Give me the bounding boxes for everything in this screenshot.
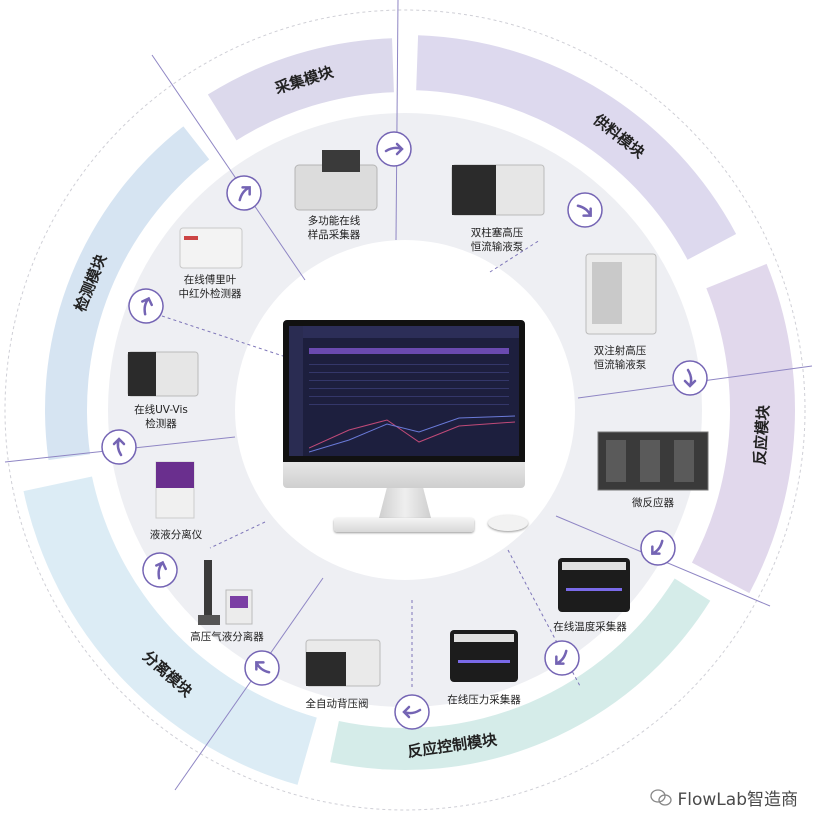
label-liquid-liquid: 液液分离仪 [149,529,203,541]
screen-topbar [303,326,519,338]
watermark: FlowLab智造商 [649,785,799,810]
band-gongliao [416,35,737,260]
gas-liquid-device-image [198,560,253,625]
pressure-collector-device-image [450,630,518,682]
label-injection-pump: 双注射高压恒流输液泵 [593,345,647,371]
screen-sidebar [289,326,303,456]
flow-arrows [101,131,708,730]
band-jiance [44,126,210,461]
label-sampler: 多功能在线样品采集器 [307,215,361,241]
keyboard [334,518,474,532]
label-micro-reactor: 微反应器 [632,497,674,509]
flow-arrow-icon [640,530,676,566]
flow-arrow-icon [128,288,164,324]
monitor-stand [379,488,431,518]
double-pump-device-image [451,164,545,216]
band-fanying_kongzhi [330,578,711,770]
micro-reactor-device-image [597,431,709,491]
flow-arrow-icon [672,360,708,396]
band-fanying [691,263,796,594]
back-pressure-device-image [305,639,381,687]
flow-arrow-icon [567,192,603,228]
wechat-icon [649,788,672,806]
label-gas-liquid: 高压气液分离器 [190,631,264,643]
flow-arrow-icon [101,429,137,465]
liquid-liquid-device-image [155,461,195,519]
module-label-fanying: 反应模块 [751,403,773,465]
temp-collector-device-image [558,558,630,612]
table-row [309,368,509,373]
flow-arrow-icon [394,694,430,730]
table-row [309,384,509,389]
sampler-device-image [294,150,378,211]
label-double-pump: 双柱塞高压恒流输液泵 [470,227,524,253]
flow-arrow-icon [244,650,280,686]
injection-pump-device-image [585,253,657,335]
monitor-chin [283,462,525,488]
flow-arrow-icon [544,640,580,676]
computer-monitor [283,320,525,518]
flow-arrow-icon [226,175,262,211]
table-row [309,360,509,365]
watermark-text: FlowLab智造商 [677,790,799,810]
label-ftir: 在线傅里叶中红外检测器 [178,274,242,300]
module-bands [23,35,796,785]
mouse [488,515,528,531]
band-caiji [207,38,394,141]
flow-arrow-icon [376,131,412,167]
label-temp-collector: 在线温度采集器 [553,621,627,633]
label-back-pressure: 全自动背压阀 [305,698,369,710]
monitor-screen [283,320,525,462]
band-fenli [23,476,317,785]
ftir-device-image [179,227,243,269]
screen-table-header [309,348,509,354]
label-pressure-collector: 在线压力采集器 [447,694,521,706]
uv-vis-device-image [127,351,199,397]
flow-arrow-icon [142,552,178,588]
table-row [309,400,509,405]
table-row [309,392,509,397]
table-row [309,376,509,381]
screen-line-chart [309,415,515,453]
